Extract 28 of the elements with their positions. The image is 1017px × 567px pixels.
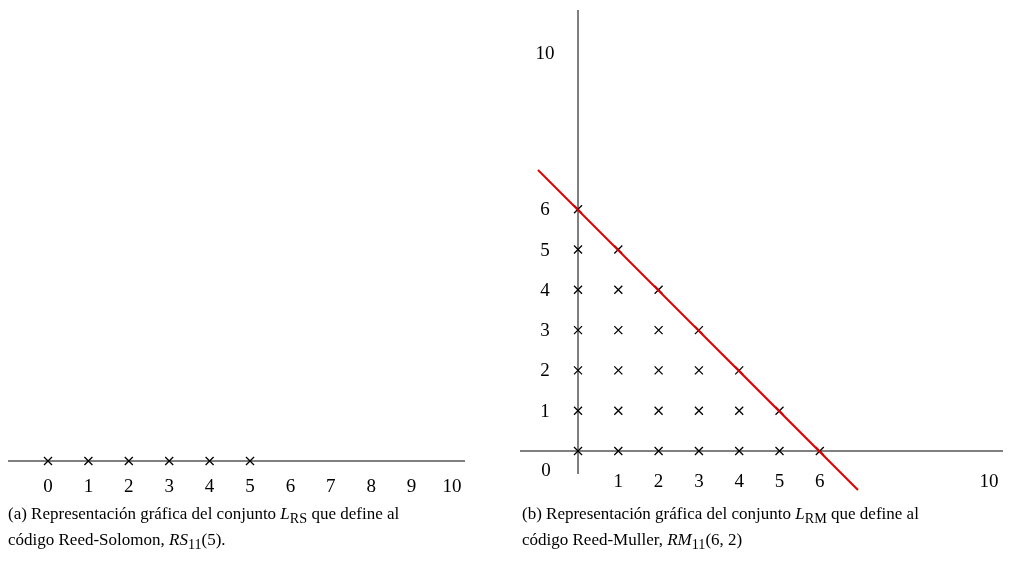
tick-label: 2 (124, 476, 134, 496)
tick-label: 10 (442, 476, 462, 496)
tick-label: 6 (540, 199, 550, 220)
figure-caption: (a) Representación gráfica del conjunto L$_{RS}$ que define al código Reed-Solomon, RS$_{11}$(5). (8, 503, 401, 555)
tick-label: 3 (694, 471, 704, 491)
figure-caption: (b) Representación gráfica del conjunto L$_{RM}$ que define al código Reed-Muller, RM$_{11}$(6, 2) (522, 503, 920, 555)
tick-label: 6 (815, 471, 825, 491)
tick-label: 0 (541, 460, 551, 480)
tick-label: 9 (406, 476, 417, 496)
tick-label: 8 (366, 476, 376, 496)
tick-label: 1 (540, 400, 550, 421)
tick-label: 10 (535, 43, 555, 63)
tick-label: 4 (734, 471, 744, 491)
tick-label: 2 (540, 360, 550, 381)
tick-label: 0 (43, 476, 53, 496)
tick-label: 1 (613, 471, 624, 491)
tick-label: 3 (164, 476, 174, 496)
tick-label: 2 (653, 471, 664, 491)
tick-label: 1 (83, 476, 94, 496)
tick-label: 10 (979, 471, 999, 491)
tick-label: 5 (774, 471, 785, 491)
tick-label: 5 (245, 476, 255, 496)
tick-label: 4 (540, 279, 550, 300)
tick-label: 4 (204, 476, 215, 496)
tick-label: 3 (540, 320, 550, 341)
tick-label: 7 (326, 476, 336, 496)
tick-label: 6 (285, 476, 296, 496)
tick-label: 5 (540, 239, 550, 260)
